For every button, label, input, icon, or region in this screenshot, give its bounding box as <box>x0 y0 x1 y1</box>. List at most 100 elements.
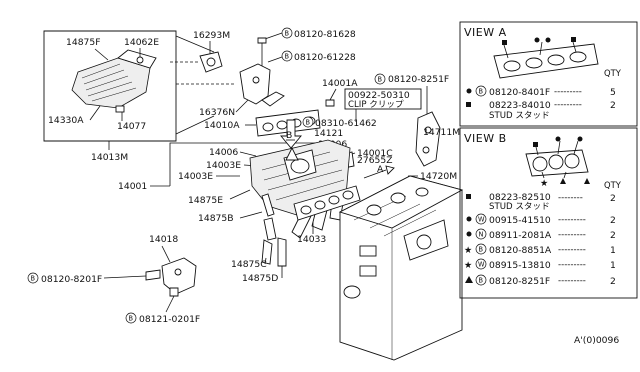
view-b-port-3 <box>564 153 580 169</box>
hose-14875C <box>261 239 273 265</box>
small-arrow <box>285 146 299 161</box>
washer-symbol-W <box>475 258 487 270</box>
intake-manifold-group: 14001 14006 14003E 14003E 14033 14875E <box>118 119 361 284</box>
view-a-row-2: 08223-84010 --------- 2 STUD スタッド <box>466 100 616 121</box>
view-b-qty-header: QTY <box>604 180 622 190</box>
view-a-leader-2 <box>539 41 543 56</box>
view-b-row-4: ★ B 08120-8851A --------- 1 <box>464 243 616 256</box>
symbol-callout-08121-0201F: B 08121-0201F <box>125 312 200 325</box>
bracket-hole <box>252 76 260 84</box>
view-a-gasket-drawing <box>493 37 599 79</box>
view-b-row-3-part: 08911-2081A <box>489 230 552 241</box>
view-a-dot-marker-1 <box>534 37 540 43</box>
view-a-arrow-label: A <box>377 164 384 175</box>
bolt-8201F <box>145 269 161 281</box>
bracket-14711M <box>415 111 441 167</box>
bolt-symbol-letter: B <box>479 88 484 96</box>
direction-arrow-down <box>280 119 302 149</box>
view-b-triangle-2 <box>584 178 590 184</box>
view-a-row-1-part: 08120-8401F <box>489 87 550 98</box>
view-b-row-6-qty: 2 <box>610 276 616 287</box>
callout-14003E-a: 14003E <box>206 160 241 171</box>
bolt-symbol-B <box>374 73 386 85</box>
callout-14711M: 14711M <box>423 127 460 138</box>
engine-side-hole <box>416 234 432 250</box>
hose-14875B-lower <box>263 217 277 241</box>
airbox-bolt <box>115 105 125 113</box>
engine-port-1 <box>359 245 377 257</box>
bolt-symbol-B <box>125 312 137 324</box>
small-bracket <box>261 91 285 107</box>
flange-port-2 <box>314 200 326 210</box>
leader-14875B <box>239 211 263 219</box>
symbol-callout-08120-81628: B 08120-81628 <box>281 27 356 40</box>
view-a-row-2-dots: --------- <box>554 100 582 110</box>
callout-14720M: 14720M <box>420 171 457 182</box>
bracket-hole-b <box>422 146 430 154</box>
view-a-title: VIEW A <box>464 26 507 39</box>
star-marker: ★ <box>464 245 472 256</box>
view-b-triangle-1 <box>560 178 566 184</box>
view-b-row-4-part: 08120-8851A <box>489 245 552 256</box>
view-b-title: VIEW B <box>464 132 507 145</box>
bolt-symbol-letter: B <box>285 53 290 61</box>
clip-callouts: B 08120-8251F 00922-50310 CLIP クリップ B 08… <box>302 73 460 182</box>
leader-08120-61228 <box>267 56 283 63</box>
view-b-row-6-dots: --------- <box>558 276 586 286</box>
leader-0201F <box>165 295 175 313</box>
leader-8201F <box>103 275 147 279</box>
gasket-port-2 <box>276 120 288 130</box>
view-a-arrow-line <box>363 169 387 179</box>
inset-leader-top <box>175 35 215 53</box>
washer-symbol-letter: W <box>478 216 485 224</box>
callout-14875C: 14875C <box>231 259 267 270</box>
bolt-symbol-B <box>281 50 293 62</box>
callout-14062E: 14062E <box>124 37 159 48</box>
bolt-symbol-letter: B <box>378 76 383 84</box>
callout-14875E: 14875E <box>188 195 223 206</box>
hose-14875B <box>261 193 275 217</box>
hose-14875D <box>277 237 287 267</box>
view-b-star-1: ★ <box>540 178 548 189</box>
airbox-ribs <box>81 63 137 102</box>
view-a-row-1-qty: 5 <box>610 87 616 98</box>
view-a-leader-3 <box>572 41 577 53</box>
view-a-square-marker-2 <box>571 37 576 42</box>
bracket-16376N <box>239 63 271 105</box>
callout-08120-8251F: 08120-8251F <box>388 74 449 85</box>
view-a-qty-header: QTY <box>604 68 622 78</box>
view-a-port-3 <box>547 54 565 66</box>
view-a-row-2-qty: 2 <box>610 100 616 111</box>
view-b-row-1-note: STUD スタッド <box>489 201 550 212</box>
clip-callout-box <box>344 88 422 110</box>
callout-14001A: 14001A <box>322 78 358 89</box>
leader-16376N <box>235 99 249 113</box>
view-b-square-marker <box>533 142 538 147</box>
view-b-row-6-part: 08120-8251F <box>489 276 550 287</box>
callout-14875D: 14875D <box>242 273 278 284</box>
engine-port-2 <box>359 265 377 277</box>
square-marker <box>466 102 471 107</box>
callout-14875B: 14875B <box>198 213 234 224</box>
engine-bore-1 <box>366 204 382 216</box>
callout-08121-0201F: 08121-0201F <box>139 314 200 325</box>
leader-14875C <box>264 257 267 265</box>
callout-14013M: 14013M <box>91 152 128 163</box>
view-a-gasket <box>493 43 599 79</box>
view-b-row-4-qty: 1 <box>610 245 616 256</box>
bolt-symbol-B <box>475 85 487 97</box>
leader-14018 <box>161 245 171 263</box>
bolt-symbol-letter: B <box>129 315 134 323</box>
airbox-body <box>71 57 151 109</box>
inset-airbox-group: 14875F 14062E 14330A 14077 14013M <box>43 30 215 163</box>
engine-bore-3 <box>415 187 429 197</box>
view-a-row-2-note: STUD スタッド <box>489 110 550 121</box>
callout-14018: 14018 <box>149 234 178 245</box>
view-b-leader-2 <box>557 140 561 155</box>
nut-14001A <box>325 99 335 107</box>
view-b-row-5-qty: 1 <box>610 260 616 271</box>
view-b-arrow-label: B <box>286 130 292 141</box>
square-marker <box>466 194 471 199</box>
triangle-marker <box>465 276 473 283</box>
